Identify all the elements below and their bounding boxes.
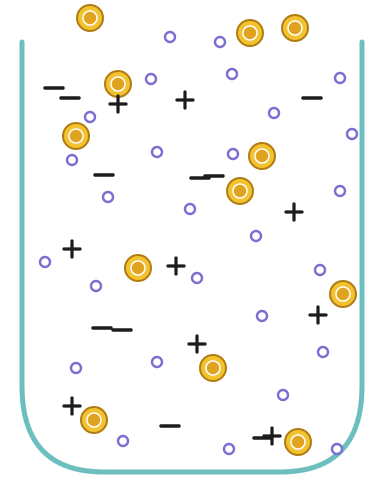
small-violet-ring-particle-icon [228, 149, 238, 159]
gold-ring-particle-icon [227, 178, 253, 204]
gold-ring-particle-icon [63, 123, 89, 149]
gold-ring-particle-icon [237, 20, 263, 46]
small-violet-ring-particle-icon [103, 192, 113, 202]
small-violet-ring-particle-icon [269, 108, 279, 118]
gold-ring-particle-icon [105, 71, 131, 97]
small-violet-ring-particle-icon [185, 204, 195, 214]
small-violet-ring-particle-icon [40, 257, 50, 267]
plus-sign: + [310, 307, 326, 323]
plus-sign: + [189, 336, 205, 352]
small-violet-ring-particle-icon [118, 436, 128, 446]
gold-ring-particle-icon [249, 143, 275, 169]
plus-sign: + [64, 241, 80, 257]
gold-ring-particle-icon [200, 355, 226, 381]
small-violet-ring-particle-icon [152, 147, 162, 157]
small-violet-ring-particle-icon [71, 363, 81, 373]
small-violet-ring-particle-icon [315, 265, 325, 275]
gold-ring-particle-icon [81, 407, 107, 433]
small-violet-ring-particle-icon [347, 129, 357, 139]
small-violet-ring-particle-icon [318, 347, 328, 357]
plus-sign: + [177, 92, 193, 108]
small-violet-ring-particle-icon [152, 357, 162, 367]
gold-ring-particle-icon [285, 429, 311, 455]
small-violet-ring-particle-icon [251, 231, 261, 241]
plus-sign: + [168, 258, 184, 274]
plus-sign: + [110, 96, 126, 112]
small-violet-ring-particle-icon [192, 273, 202, 283]
gold-ring-particle-icon [77, 5, 103, 31]
plus-sign: + [286, 204, 302, 220]
small-violet-ring-particle-icon [335, 186, 345, 196]
small-violet-ring-particle-icon [67, 155, 77, 165]
small-violet-ring-particle-icon [227, 69, 237, 79]
small-violet-ring-particle-icon [146, 74, 156, 84]
small-violet-ring-particle-icon [224, 444, 234, 454]
small-violet-ring-particle-icon [332, 444, 342, 454]
small-violet-ring-particle-icon [91, 281, 101, 291]
plus-sign: + [264, 428, 280, 444]
gold-ring-particle-icon [330, 281, 356, 307]
gold-ring-particle-icon [125, 255, 151, 281]
small-violet-ring-particle-icon [278, 390, 288, 400]
small-violet-ring-particle-icon [335, 73, 345, 83]
small-violet-ring-particle-icon [257, 311, 267, 321]
small-violet-ring-particle-icon [165, 32, 175, 42]
small-violet-ring-particle-icon [215, 37, 225, 47]
gold-ring-particle-icon [282, 15, 308, 41]
plus-sign: + [64, 398, 80, 414]
small-violet-ring-particle-icon [85, 112, 95, 122]
particle-layer [40, 5, 357, 455]
